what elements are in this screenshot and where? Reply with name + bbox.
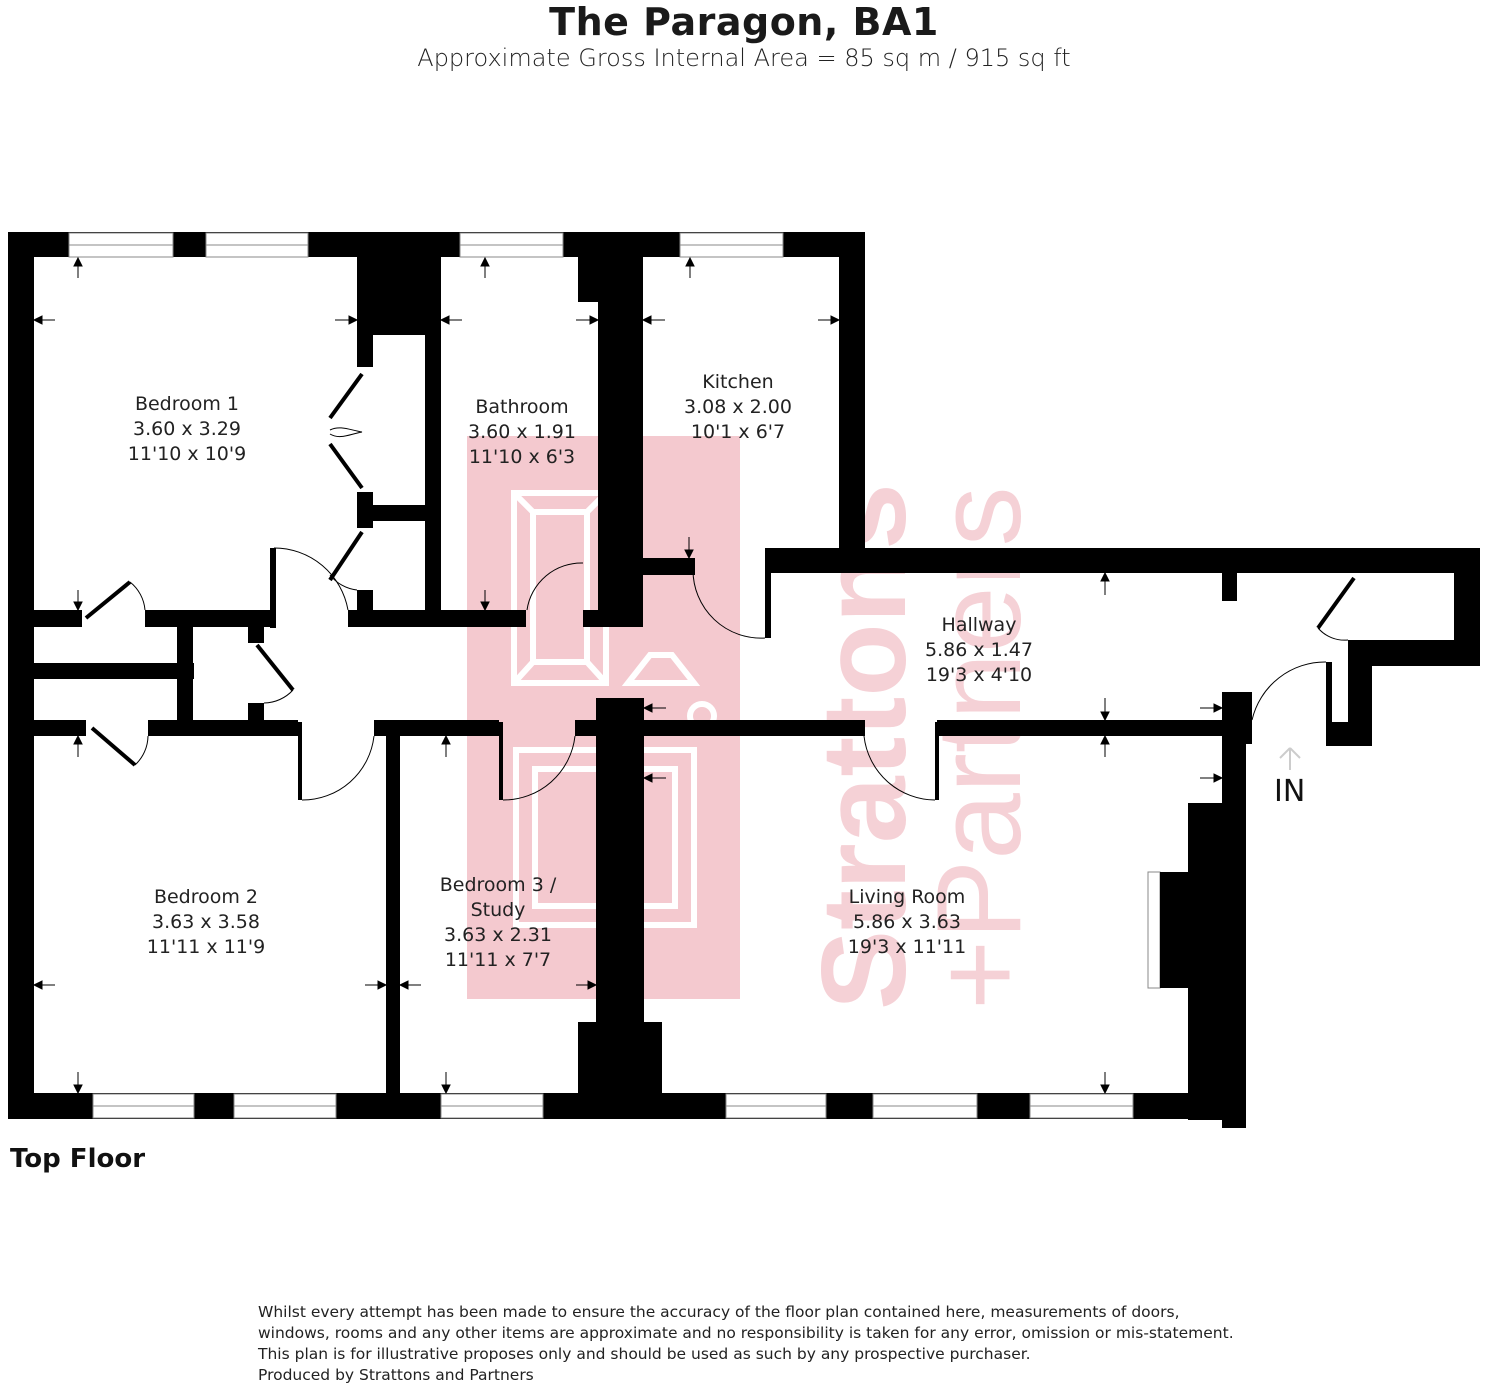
room-label-bathroom: Bathroom 3.60 x 1.91 11'10 x 6'3 [468, 395, 576, 470]
room-metric: 3.60 x 3.29 [133, 418, 241, 440]
room-metric: 3.60 x 1.91 [468, 421, 576, 443]
disclaimer: Whilst every attempt has been made to en… [258, 1302, 1234, 1386]
room-label-living-room: Living Room 5.86 x 3.63 19'3 x 11'11 [848, 885, 966, 960]
room-name: Bedroom 1 [134, 393, 240, 415]
room-imperial: 19'3 x 11'11 [847, 936, 967, 958]
disclaimer-line-2: windows, rooms and any other items are a… [258, 1324, 1234, 1342]
room-label-bedroom-2: Bedroom 2 3.63 x 3.58 11'11 x 11'9 [147, 885, 265, 960]
room-name: Living Room [848, 886, 966, 908]
room-label-kitchen: Kitchen 3.08 x 2.00 10'1 x 6'7 [684, 370, 792, 445]
arrow-up-outline-icon [1279, 747, 1301, 770]
room-imperial: 19'3 x 4'10 [925, 664, 1033, 686]
entrance-label: IN [1274, 774, 1306, 809]
room-imperial: 11'11 x 11'9 [146, 936, 266, 958]
dimension-arrows [32, 256, 1224, 1095]
room-metric: 3.63 x 3.58 [152, 911, 260, 933]
room-metric: 5.86 x 1.47 [925, 639, 1033, 661]
room-label-bedroom-3-study: Bedroom 3 / Study 3.63 x 2.31 11'11 x 7'… [440, 873, 557, 973]
room-name: Bathroom [475, 396, 569, 418]
disclaimer-line-4: Produced by Strattons and Partners [258, 1366, 534, 1384]
walls [8, 232, 1480, 1128]
room-label-hallway: Hallway 5.86 x 1.47 19'3 x 4'10 [925, 613, 1033, 688]
doors [129, 427, 1349, 801]
room-metric: 5.86 x 3.63 [853, 911, 961, 933]
disclaimer-line-1: Whilst every attempt has been made to en… [258, 1303, 1180, 1321]
room-metric: 3.08 x 2.00 [684, 396, 792, 418]
floor-label: Top Floor [10, 1144, 146, 1174]
room-name: Kitchen [702, 371, 774, 393]
gross-area-subtitle: Approximate Gross Internal Area = 85 sq … [417, 44, 1071, 72]
plan-title: The Paragon, BA1 [549, 0, 939, 44]
room-name-line2: Study [470, 899, 526, 921]
room-imperial: 11'10 x 10'9 [127, 443, 247, 465]
room-metric: 3.63 x 2.31 [444, 924, 552, 946]
room-name: Hallway [941, 614, 1017, 636]
room-name: Bedroom 3 / [439, 874, 557, 896]
room-imperial: 11'10 x 6'3 [468, 446, 576, 468]
room-imperial: 11'11 x 7'7 [444, 949, 552, 971]
disclaimer-line-3: This plan is for illustrative proposes o… [258, 1345, 1031, 1363]
room-name: Bedroom 2 [153, 886, 259, 908]
svg-text:+Partners: +Partners [912, 486, 1046, 1010]
room-imperial: 10'1 x 6'7 [690, 421, 786, 443]
room-label-bedroom-1: Bedroom 1 3.60 x 3.29 11'10 x 10'9 [128, 392, 246, 467]
